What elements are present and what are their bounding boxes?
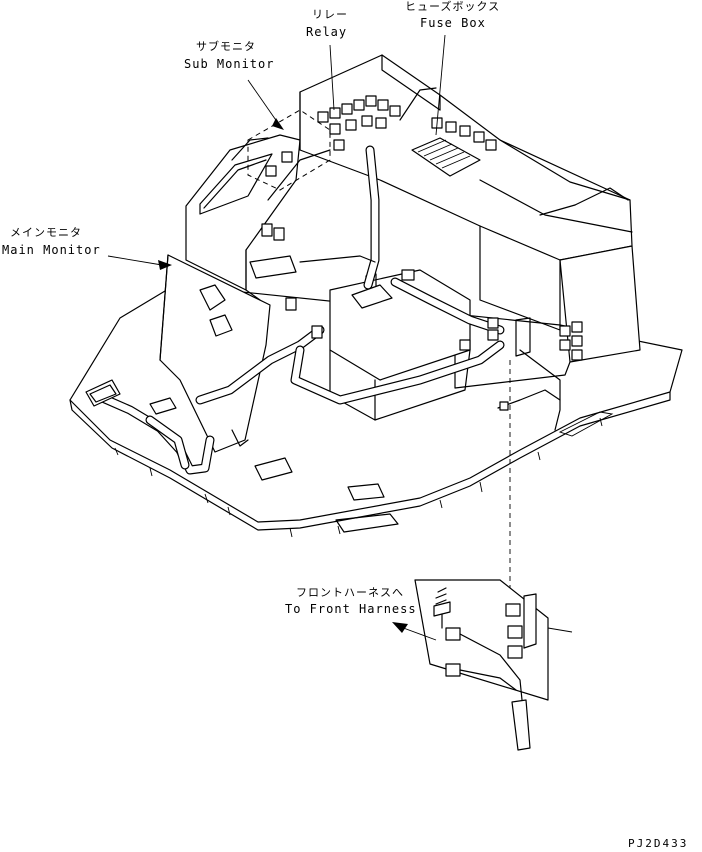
detail-bracket — [392, 360, 573, 751]
sub-monitor-arrow — [272, 118, 284, 130]
main-monitor-label-jp: メインモニタ — [10, 226, 82, 239]
fuse-box-label-en: Fuse Box — [420, 16, 486, 30]
fuse-box-label-jp: ヒューズボックス — [405, 0, 500, 13]
relay-label-en: Relay — [306, 25, 347, 39]
front-harness-label-jp: フロントハーネスへ — [296, 586, 404, 599]
harness-routes — [93, 87, 561, 475]
relay-label-jp: リレー — [312, 8, 348, 21]
sub-monitor-label-jp: サブモニタ — [196, 39, 256, 53]
drawing-code: PJ2D433 — [628, 837, 688, 850]
front-harness-label-en: To Front Harness — [285, 602, 417, 616]
label-leaders — [107, 34, 446, 270]
connectors — [85, 95, 583, 411]
labels: リレー Relay ヒューズボックス Fuse Box サブモニタ Sub Mo… — [2, 0, 688, 850]
main-monitor-bracket — [159, 254, 271, 453]
main-monitor-arrow — [158, 260, 172, 270]
sub-monitor-label-en: Sub Monitor — [184, 57, 274, 71]
main-monitor-label-en: Main Monitor — [2, 243, 101, 257]
